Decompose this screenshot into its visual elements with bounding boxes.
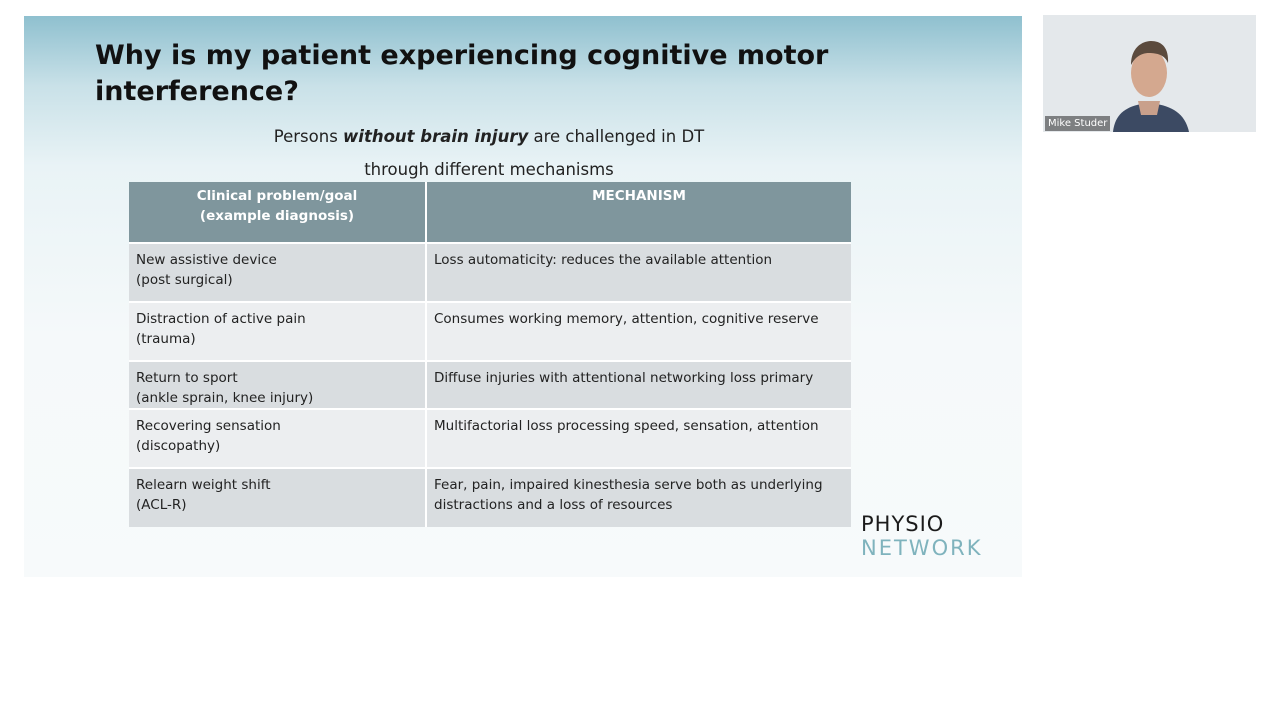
participant-silhouette (1043, 15, 1256, 132)
problem-text: New assistive device (136, 252, 277, 268)
problem-cell: Recovering sensation (discopathy) (129, 408, 427, 468)
problem-text: Recovering sensation (136, 418, 281, 434)
logo-top-text: PHYSIO (861, 512, 945, 536)
problem-cell: Return to sport (ankle sprain, knee inju… (129, 360, 427, 409)
slide-title-line1: Why is my patient experiencing cognitive… (95, 40, 829, 71)
table-row: New assistive device (post surgical) Los… (129, 242, 851, 302)
table-row: Relearn weight shift (ACL-R) Fear, pain,… (129, 467, 851, 527)
problem-text: Return to sport (136, 370, 238, 386)
problem-cell: Relearn weight shift (ACL-R) (129, 467, 427, 527)
diagnosis-text: (discopathy) (136, 438, 221, 454)
mechanism-text: Consumes working memory, attention, cogn… (434, 311, 819, 327)
table-header-row: Clinical problem/goal (example diagnosis… (129, 182, 851, 243)
slide-title: Why is my patient experiencing cognitive… (95, 38, 855, 110)
diagnosis-text: (ankle sprain, knee injury) (136, 390, 314, 406)
participant-name: Mike Studer (1045, 116, 1111, 131)
header-mechanism: MECHANISM (426, 182, 851, 243)
table-row: Distraction of active pain (trauma) Cons… (129, 301, 851, 361)
mechanism-cell: Multifactorial loss processing speed, se… (426, 408, 851, 468)
diagnosis-text: (trauma) (136, 331, 196, 347)
subtitle-post: are challenged in DT (528, 127, 705, 146)
problem-text: Relearn weight shift (136, 477, 271, 493)
mechanism-cell: Diffuse injuries with attentional networ… (426, 360, 851, 409)
mechanism-text: Multifactorial loss processing speed, se… (434, 418, 819, 434)
mechanism-table: Clinical problem/goal (example diagnosis… (129, 182, 851, 527)
diagnosis-text: (post surgical) (136, 272, 233, 288)
header-col1-line1: Clinical problem/goal (196, 188, 358, 204)
subtitle-emphasis: without brain injury (343, 127, 529, 146)
participant-video-tile[interactable]: Mike Studer (1043, 15, 1256, 132)
mechanism-text: distractions and a loss of resources (434, 497, 673, 513)
mechanism-text: Loss automaticity: reduces the available… (434, 252, 773, 268)
diagnosis-text: (ACL-R) (136, 497, 187, 513)
mechanism-text: Diffuse injuries with attentional networ… (434, 370, 814, 386)
slide-title-line2: interference? (95, 76, 299, 107)
presentation-slide: Why is my patient experiencing cognitive… (24, 16, 1022, 577)
table-row: Return to sport (ankle sprain, knee inju… (129, 360, 851, 409)
subtitle-pre: Persons (273, 127, 344, 146)
mechanism-cell: Fear, pain, impaired kinesthesia serve b… (426, 467, 851, 527)
mechanism-text: Fear, pain, impaired kinesthesia serve b… (434, 477, 823, 493)
mechanism-cell: Consumes working memory, attention, cogn… (426, 301, 851, 361)
table-row: Recovering sensation (discopathy) Multif… (129, 408, 851, 468)
problem-cell: New assistive device (post surgical) (129, 242, 427, 302)
physio-network-logo: PHYSIO NETWORK (861, 512, 1011, 560)
header-col1-line2: (example diagnosis) (199, 208, 355, 224)
logo-bottom-text: NETWORK (861, 536, 983, 560)
header-clinical-problem: Clinical problem/goal (example diagnosis… (129, 182, 427, 243)
subtitle-line2: through different mechanisms (364, 160, 614, 179)
mechanism-cell: Loss automaticity: reduces the available… (426, 242, 851, 302)
problem-text: Distraction of active pain (136, 311, 306, 327)
slide-subtitle: Persons without brain injury are challen… (129, 120, 849, 186)
problem-cell: Distraction of active pain (trauma) (129, 301, 427, 361)
